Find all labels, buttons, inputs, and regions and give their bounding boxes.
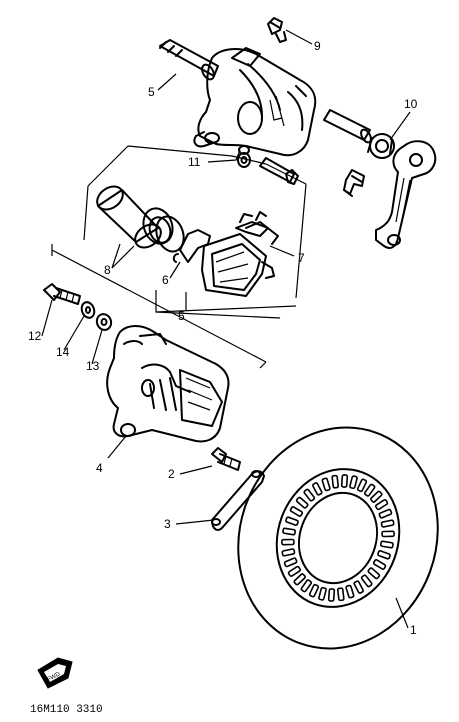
vent-slot [303, 488, 316, 502]
assembly-outline-lower [155, 290, 297, 319]
vent-slot [380, 519, 395, 528]
figure-code: 16M110 3310 [30, 704, 103, 716]
vent-slot [363, 483, 376, 497]
vent-slot [287, 565, 302, 577]
upper-caliper-body [193, 47, 317, 157]
vent-slot [374, 499, 389, 511]
front-direction-marker: FWD [37, 657, 73, 689]
callout-13: 13 [86, 359, 100, 373]
vent-slot [379, 540, 394, 549]
vent-slot [285, 516, 299, 526]
vent-slot [356, 478, 368, 493]
vent-slot [367, 567, 381, 580]
piston-seals [237, 145, 251, 168]
lower-caliper-assembly [106, 325, 230, 443]
vent-slot [282, 527, 297, 536]
vent-slot [336, 587, 345, 602]
vent-slot [345, 584, 355, 599]
vent-slot [378, 508, 393, 519]
callout-11: 11 [188, 155, 201, 169]
callout-1: 1 [410, 623, 417, 637]
caliper-bracket [375, 140, 437, 249]
brake-disc [237, 426, 439, 650]
callout-12: 12 [28, 329, 42, 343]
vent-slot [283, 557, 298, 568]
washer [80, 301, 96, 319]
vent-slot [381, 530, 395, 538]
washer-small [95, 313, 113, 331]
vent-slot [281, 548, 296, 557]
vent-slot [353, 580, 364, 594]
disc-bolt [211, 447, 241, 471]
piston-seal-rings [142, 207, 185, 253]
callout-8: 8 [104, 263, 111, 277]
callout-5-lower: 5 [178, 309, 185, 323]
vent-slot [331, 474, 340, 489]
callout-labels: 1 2 3 4 5 5 6 7 8 9 10 11 12 13 14 [28, 39, 418, 637]
callout-4: 4 [96, 461, 103, 475]
callout-14: 14 [56, 345, 70, 359]
vent-slot [321, 477, 331, 492]
slide-pin-right [323, 109, 372, 144]
vent-slot [295, 496, 309, 509]
vent-slot [360, 574, 373, 588]
vent-slot [318, 586, 327, 601]
callout-10: 10 [404, 97, 418, 111]
callout-9: 9 [314, 39, 321, 53]
dust-boot [367, 133, 395, 159]
vent-slot [327, 588, 336, 602]
pad-pin-spring [235, 211, 269, 237]
pad-spring-clip [343, 169, 365, 197]
pad-shim [172, 229, 211, 263]
vent-slot [308, 583, 320, 598]
mounting-bolt [43, 283, 81, 305]
lock-plate [211, 470, 265, 531]
vent-slot [300, 579, 313, 593]
piston [96, 185, 162, 249]
vent-slot [312, 482, 323, 496]
callout-2: 2 [168, 467, 175, 481]
bleed-screw [267, 17, 287, 43]
vent-slot [289, 506, 304, 517]
callout-5-upper: 5 [148, 85, 155, 99]
sub-assembly-bracket-line [51, 244, 267, 369]
slide-pin-upper [159, 39, 219, 81]
vent-slot [372, 559, 387, 570]
vent-slot [349, 475, 358, 490]
callout-7: 7 [298, 251, 305, 265]
vent-slot [340, 474, 349, 488]
vent-slot [370, 490, 383, 503]
vent-slot [377, 550, 391, 560]
slide-pin-small [259, 157, 299, 185]
vent-slot [281, 538, 295, 546]
disc-vent-slots [281, 474, 395, 602]
callout-3: 3 [164, 517, 171, 531]
leader-lines [41, 29, 411, 629]
brake-pads [201, 221, 279, 297]
vent-slot [293, 573, 306, 586]
callout-6: 6 [162, 273, 169, 287]
